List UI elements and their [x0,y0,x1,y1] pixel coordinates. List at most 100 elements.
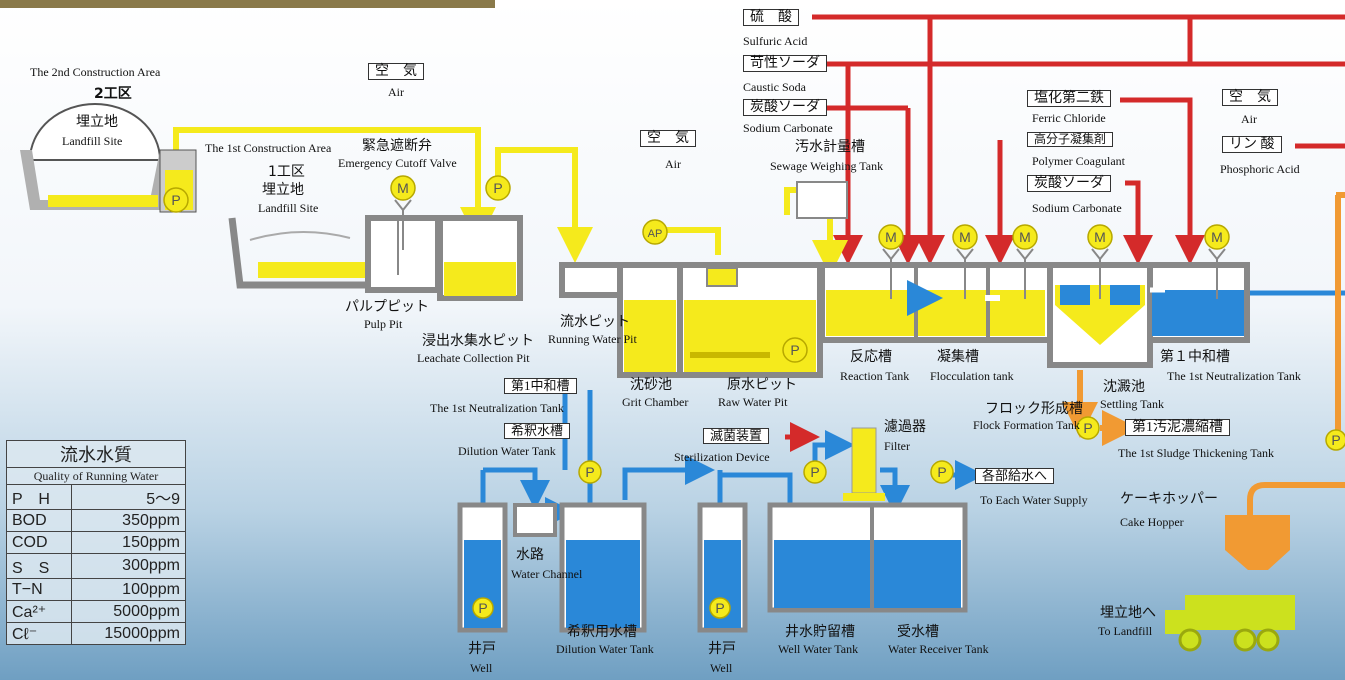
label-flocform-en: Flock Formation Tank [973,419,1080,432]
air-label-1: Air [388,86,404,99]
dilutiontank-label: Dilution Water Tank [458,445,556,458]
label-running-jp: 流水ピット [560,315,630,330]
dilutiontank-box: 希釈水槽 [504,423,570,439]
pump-2nd-area: P [164,188,188,212]
label-1st-area-jp: 1工区 [268,165,305,180]
quality-row: COD150ppm [7,532,186,554]
pump-label: P [478,600,487,616]
pump-raw-water: P [783,338,807,362]
label-receiver-jp: 受水槽 [897,625,939,640]
label-leachate-jp: 浸出水集水ピット [422,334,534,349]
quality-value: 300ppm [71,554,185,579]
pump-leachate: P [486,176,510,200]
label-raw-en: Raw Water Pit [718,396,787,409]
phos-box: リン 酸 [1222,136,1282,153]
quality-row: P H5～9 [7,485,186,510]
pump-label: P [585,464,594,480]
carbonate2-box: 炭酸ソーダ [1027,175,1111,192]
quality-value: 15000ppm [71,623,185,645]
label-wellwater-en: Well Water Tank [778,643,858,656]
label-grit-jp: 沈砂池 [630,378,672,393]
label-pulp-en: Pulp Pit [364,318,402,331]
label-channel-jp: 水路 [516,548,544,563]
label-cutoff-en: Emergency Cutoff Valve [338,157,457,170]
pump-well-water: P [804,461,826,483]
label-settling-en: Settling Tank [1100,398,1164,411]
pump-label: P [1083,420,1092,436]
photo-strip [0,0,495,8]
sulfuric-box: 硫 酸 [743,9,799,26]
air-label-3: Air [1241,113,1257,126]
pump-label: P [493,180,502,196]
label-tolandfill-jp: 埋立地へ [1100,606,1156,621]
air-box-3: 空 気 [1222,89,1278,106]
quality-value: 5～9 [71,485,185,510]
pump-label: P [1331,432,1340,448]
label-filter-jp: 濾過器 [884,420,926,435]
motor-label: M [1019,229,1031,245]
motor-label: M [1211,229,1223,245]
label-filter-en: Filter [884,440,910,453]
label-cake-jp: ケーキホッパー [1120,492,1218,507]
neut2-label: The 1st Neutralization Tank [430,402,564,415]
quality-value: 100ppm [71,579,185,601]
label-pulp-jp: パルプピット [345,300,429,315]
motor-label: M [1094,229,1106,245]
label-floc-jp: 凝集槽 [937,350,979,365]
label-grit-en: Grit Chamber [622,396,688,409]
label-reaction-en: Reaction Tank [840,370,909,383]
label-raw-jp: 原水ピット [727,378,797,393]
pump-label: P [937,464,946,480]
label-wellwater-jp: 井水貯留槽 [785,625,855,640]
carbonate2-label: Sodium Carbonate [1032,202,1122,215]
carbonate-box: 炭酸ソーダ [743,99,827,116]
pump-label: P [810,464,819,480]
label-sewage-en: Sewage Weighing Tank [770,160,883,173]
label-1st-area-en: The 1st Construction Area [205,142,331,155]
label-dilution-jp: 希釈用水槽 [567,625,637,640]
label-floc-en: Flocculation tank [930,370,1014,383]
quality-row: Cℓ⁻15000ppm [7,623,186,645]
quality-value: 5000ppm [71,601,185,623]
pump-sludge: P [1077,417,1099,439]
quality-param: BOD [7,510,72,532]
label-channel-en: Water Channel [511,568,582,581]
air-label-2: Air [665,158,681,171]
quality-title-jp: 流水水質 [7,441,186,468]
polymer-label: Polymer Coagulant [1032,155,1125,168]
air-pump-grit: AP [643,220,667,244]
sulfuric-label: Sulfuric Acid [743,35,807,48]
steril-label: Sterilization Device [674,451,770,464]
label-neut-en: The 1st Neutralization Tank [1167,370,1301,383]
sewage-weighing-tank [797,182,847,218]
steril-box: 滅菌装置 [703,428,769,444]
pump-right: P [1326,430,1345,450]
label-dilution-en: Dilution Water Tank [556,643,654,656]
pump-label: P [171,192,180,208]
pump-label: AP [648,228,663,240]
quality-row: Ca²⁺5000ppm [7,601,186,623]
motor-label: M [885,229,897,245]
pump-label: P [790,342,799,358]
ferric-label: Ferric Chloride [1032,112,1106,125]
label-2nd-area-jp: 2工区 [94,87,132,102]
label-neut-jp: 第１中和槽 [1160,350,1230,365]
air-box-2: 空 気 [640,130,696,147]
label-running-en: Running Water Pit [548,333,637,346]
sludge-box: 第1汚泥濃縮槽 [1125,419,1230,436]
label-2nd-area-en: The 2nd Construction Area [30,66,160,79]
supply-box: 各部給水へ [975,468,1054,484]
quality-value: 350ppm [71,510,185,532]
motor-label: M [959,229,971,245]
pump-well-2: P [710,598,730,618]
label-flocform-jp: フロック形成槽 [985,402,1083,417]
quality-value: 150ppm [71,532,185,554]
caustic-box: 苛性ソーダ [743,55,827,72]
sludge-label: The 1st Sludge Thickening Tank [1118,447,1274,460]
pump-well-1: P [473,598,493,618]
